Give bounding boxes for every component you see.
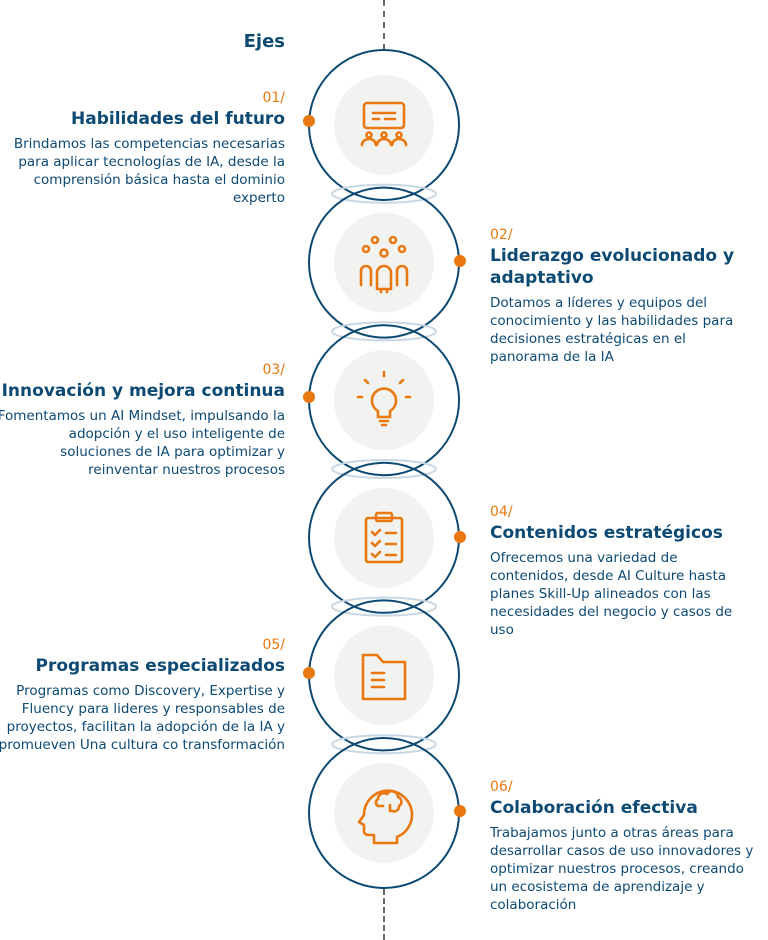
item-title: Liderazgo evolucionado y adaptativo [490,246,735,288]
item-number: 06/ [490,779,513,795]
timeline-dot [454,255,466,267]
item-description: Dotamos a líderes y equipos del conocimi… [490,295,734,365]
item-number: 02/ [490,227,513,243]
icon-background [334,487,434,588]
timeline-dot [303,115,315,127]
timeline-dash-bottom [383,889,385,940]
axis-item-2: 02/ Liderazgo evolucionado y adaptativo … [490,227,755,366]
brain-head-icon [357,789,414,845]
timeline-dot [303,667,315,679]
icon-background [334,75,434,175]
item-title: Contenidos estratégicos [490,523,723,543]
icon-background [334,625,434,726]
icon-background [334,212,434,313]
axis-item-1: 01/ Habilidades del futuro Brindamos las… [0,90,285,207]
icon-background [334,763,434,863]
item-number: 05/ [262,637,285,653]
team-icon [359,235,409,294]
folder-document-icon [361,653,407,701]
item-description: Programas como Discovery, Expertise y Fl… [0,683,285,753]
ring-overlap [331,459,437,479]
ring-overlap [331,734,437,755]
item-number: 03/ [262,362,285,378]
item-description: Ofrecemos una variedad de contenidos, de… [490,550,733,638]
axis-item-6: 06/ Colaboración efectiva Trabajamos jun… [490,779,755,914]
axis-item-3: 03/ Innovación y mejora continua Fomenta… [0,362,285,479]
item-title: Habilidades del futuro [71,109,285,129]
item-title: Colaboración efectiva [490,798,698,818]
ring-overlap [331,321,437,342]
clipboard-checklist-icon [364,511,404,564]
item-number: 04/ [490,504,513,520]
item-title: Innovación y mejora continua [1,381,285,401]
timeline-dot [454,805,466,817]
page-title: Ejes [243,31,285,52]
item-title: Programas especializados [35,656,285,676]
item-description: Fomentamos un AI Mindset, impulsando la … [0,408,285,478]
lightbulb-icon [356,370,412,427]
ring-overlap [331,183,437,204]
timeline-dot [454,531,466,543]
timeline-dash-top [383,0,385,50]
item-number: 01/ [262,90,285,106]
ring-overlap [331,596,437,617]
icon-background [334,350,434,451]
item-description: Trabajamos junto a otras áreas para desa… [490,825,754,913]
axis-item-5: 05/ Programas especializados Programas c… [0,637,285,754]
axis-item-4: 04/ Contenidos estratégicos Ofrecemos un… [490,504,755,639]
presentation-icon [360,101,408,147]
item-description: Brindamos las competencias necesarias pa… [13,136,285,206]
timeline-dot [303,391,315,403]
